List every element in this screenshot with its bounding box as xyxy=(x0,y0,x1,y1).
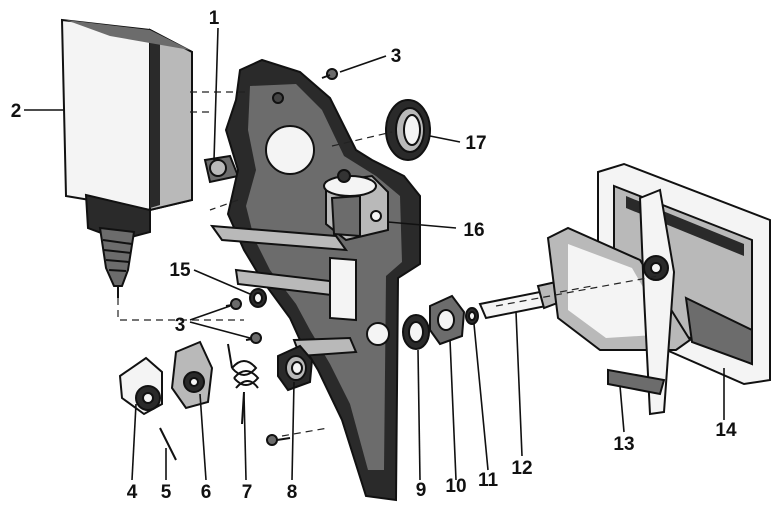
callout-7: 7 xyxy=(242,482,253,503)
callout-1: 1 xyxy=(209,8,220,29)
alignment-lines xyxy=(117,91,659,437)
callout-13: 13 xyxy=(613,434,634,455)
callout-4: 4 xyxy=(127,482,138,503)
part-reflector xyxy=(546,188,692,416)
part-ring-9 xyxy=(402,314,430,350)
callout-2: 2 xyxy=(11,101,22,122)
part-screws xyxy=(225,68,338,446)
part-washer-15 xyxy=(249,288,267,308)
callout-3-left: 3 xyxy=(175,315,186,336)
callout-8: 8 xyxy=(287,482,298,503)
callout-10: 10 xyxy=(445,476,466,497)
callout-9: 9 xyxy=(416,480,427,501)
callout-16: 16 xyxy=(463,220,484,241)
part-grommet-ring xyxy=(385,99,431,161)
callout-17: 17 xyxy=(465,133,486,154)
part-lever-plate xyxy=(170,340,214,410)
callout-12: 12 xyxy=(511,458,532,479)
callout-6: 6 xyxy=(201,482,212,503)
callout-5: 5 xyxy=(161,482,172,503)
callout-3-top: 3 xyxy=(391,46,402,67)
part-spring xyxy=(227,343,260,425)
part-shaft-12 xyxy=(478,280,562,320)
part-solenoid xyxy=(323,169,389,242)
part-lamp-housing xyxy=(60,18,240,298)
part-nut-10 xyxy=(429,294,466,346)
part-washer-11 xyxy=(465,307,479,325)
leader-lines xyxy=(24,27,725,481)
callout-14: 14 xyxy=(715,420,737,441)
callout-labels: 1 2 3 3 4 5 6 7 8 9 10 11 12 13 14 15 16… xyxy=(11,8,737,503)
callout-11: 11 xyxy=(478,470,499,491)
part-switch-cam xyxy=(118,356,163,416)
part-pin xyxy=(159,427,177,461)
callout-15: 15 xyxy=(169,260,191,281)
part-nut-8 xyxy=(277,344,314,392)
